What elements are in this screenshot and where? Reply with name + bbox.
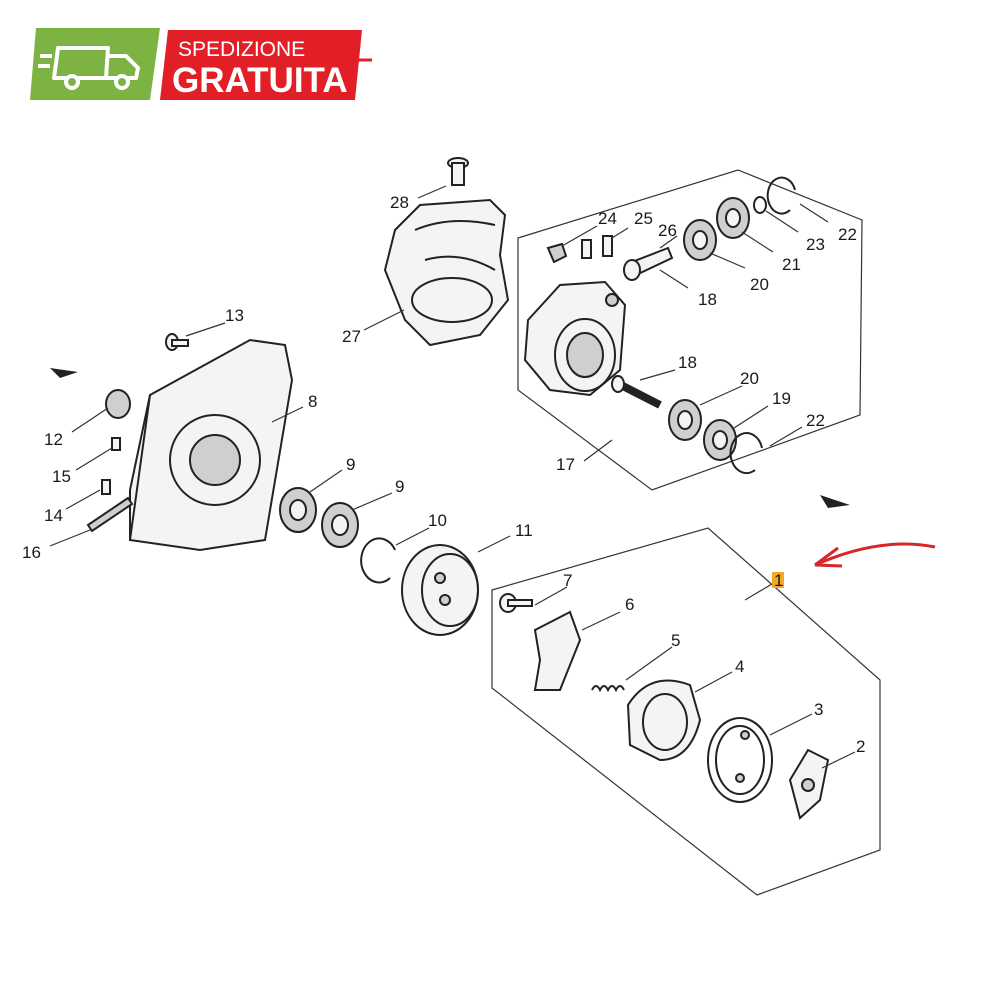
callout-22b: 22 (806, 411, 825, 430)
callout-9a: 9 (346, 455, 355, 474)
part-28-screw (447, 157, 469, 186)
part-21-bearing (716, 197, 750, 239)
callout-19: 19 (772, 389, 791, 408)
part-7-bolt (499, 593, 533, 613)
red-pointer-arrow (814, 542, 936, 568)
callout-1: 1 (774, 571, 783, 590)
callout-labels: 1 2 3 4 5 6 7 8 9 9 10 11 12 13 14 15 16… (22, 193, 865, 756)
part-5-spring (591, 685, 625, 693)
part-13-screw (165, 333, 189, 351)
callout-8: 8 (308, 392, 317, 411)
callout-1-highlight (772, 572, 784, 588)
part-22-ring-lower (729, 432, 763, 475)
part-26-sleeve (623, 246, 674, 281)
part-6-plate (533, 610, 582, 691)
part-20-bearing-lower (668, 399, 702, 441)
callout-5: 5 (671, 631, 680, 650)
part-17-gear-housing (523, 280, 627, 397)
part-25-screws (581, 235, 613, 259)
callout-11: 11 (515, 521, 533, 540)
part-14-screw (101, 479, 111, 495)
part-24-plug (546, 242, 568, 264)
callout-26: 26 (658, 221, 677, 240)
part-3-washer (707, 717, 773, 803)
callout-3: 3 (814, 700, 823, 719)
part-23-washer (753, 196, 767, 214)
callout-21: 21 (782, 255, 801, 274)
clutch-group-outline (491, 527, 881, 896)
callout-23: 23 (806, 235, 825, 254)
part-15-screw (111, 437, 121, 451)
truck-icon (38, 46, 140, 90)
callout-22a: 22 (838, 225, 857, 244)
callout-7: 7 (563, 571, 572, 590)
callout-25: 25 (634, 209, 653, 228)
callout-27: 27 (342, 327, 361, 346)
part-8-cover (129, 338, 294, 552)
free-shipping-badge: SPEDIZIONE GRATUITA (30, 28, 372, 100)
callout-20a: 20 (750, 275, 769, 294)
part-2-carrier (788, 748, 830, 820)
part-10-ring (360, 537, 396, 584)
badge-red-panel (160, 30, 362, 100)
callout-10: 10 (428, 511, 447, 530)
part-9-bearing-b (321, 502, 359, 548)
callout-17: 17 (556, 455, 575, 474)
callout-20b: 20 (740, 369, 759, 388)
badge-line2: GRATUITA (172, 61, 348, 100)
callout-9b: 9 (395, 477, 404, 496)
part-22-ring-top (766, 176, 796, 215)
callout-16: 16 (22, 543, 41, 562)
callout-12: 12 (44, 430, 63, 449)
part-27-housing (383, 198, 510, 347)
part-4-clutch-shoes (626, 679, 702, 762)
part-19-bearing (703, 419, 737, 461)
callout-4: 4 (735, 657, 744, 676)
part-16-strap (86, 496, 134, 533)
part-11-drum (401, 544, 479, 636)
callout-28: 28 (390, 193, 409, 212)
part-9-bearing-a (279, 487, 317, 533)
callout-13: 13 (225, 306, 244, 325)
callout-15: 15 (52, 467, 71, 486)
part-20-bearing-top (683, 219, 717, 261)
part-12-bushing (105, 389, 131, 419)
callout-6: 6 (625, 595, 634, 614)
callout-18b: 18 (678, 353, 697, 372)
callout-18a: 18 (698, 290, 717, 309)
leader-lines (49, 185, 856, 769)
part-18-shaft (611, 375, 662, 409)
direction-arrow-right (820, 495, 850, 508)
gear-head-group-outline (517, 169, 863, 491)
callout-24: 24 (598, 209, 617, 228)
callout-2: 2 (856, 737, 865, 756)
callout-14: 14 (44, 506, 63, 525)
direction-arrow-left (50, 368, 78, 378)
badge-line1: SPEDIZIONE (178, 38, 305, 61)
